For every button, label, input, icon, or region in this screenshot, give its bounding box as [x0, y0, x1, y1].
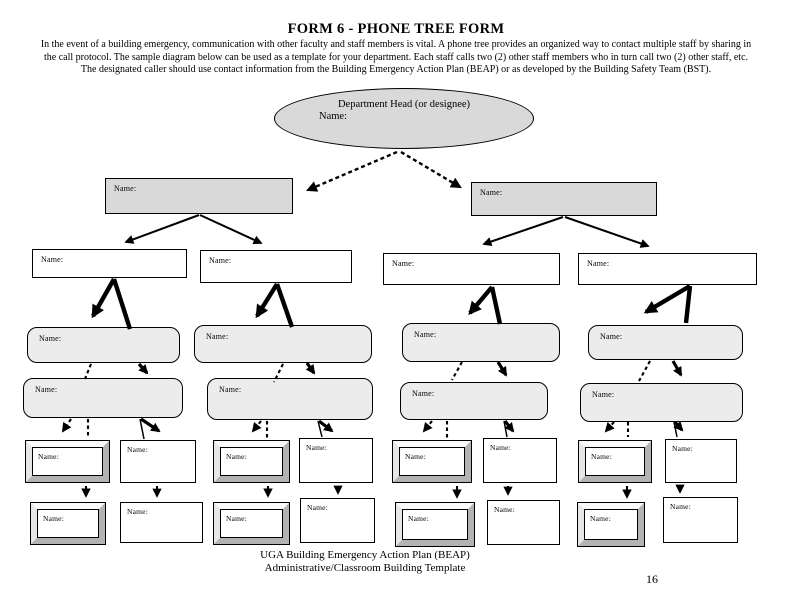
- node-3d-r1-1: Name:: [25, 440, 110, 483]
- name-label: Name:: [490, 443, 511, 452]
- name-label: Name:: [670, 502, 691, 511]
- name-label: Name:: [600, 332, 623, 341]
- intro-line-3: The designated caller should use contact…: [80, 64, 712, 76]
- name-label: Name:: [206, 332, 229, 341]
- node-plain-r2-2: Name:: [300, 498, 375, 543]
- level5-dashed-connectors: [61, 418, 630, 438]
- node-3d-r1-3: Name:: [392, 440, 472, 483]
- name-label: Name:: [127, 445, 148, 454]
- page-title: FORM 6 - PHONE TREE FORM: [287, 21, 505, 37]
- node-l3-1: Name:: [32, 249, 187, 278]
- node-l3-2: Name:: [200, 250, 352, 283]
- name-label: Name:: [35, 385, 58, 394]
- name-label: Name:: [127, 507, 148, 516]
- name-label: Name:: [219, 385, 242, 394]
- node-3d-r2-4: Name:: [577, 502, 645, 547]
- name-label: Name:: [392, 259, 415, 268]
- name-label: Name:: [226, 452, 247, 461]
- node-l2-2: Name:: [471, 182, 657, 216]
- node-3d-r1-2: Name:: [213, 440, 290, 483]
- node-l5-4: Name:: [580, 383, 743, 422]
- name-label: Name:: [43, 514, 64, 523]
- level4-thick-arrows: [137, 360, 683, 377]
- node-3d-r2-2: Name:: [213, 502, 290, 545]
- row-dashed-arrows: [81, 486, 632, 499]
- node-l5-3: Name:: [400, 382, 548, 420]
- intro-line-2: the call protocol. The sample diagram be…: [43, 51, 749, 63]
- intro-line-1: In the event of a building emergency, co…: [40, 39, 752, 50]
- page-number: 16: [646, 572, 658, 586]
- department-head-name-label: Name:: [319, 111, 347, 122]
- node-l5-2: Name:: [207, 378, 373, 420]
- name-label: Name:: [591, 452, 612, 461]
- node-l5-1: Name:: [23, 378, 183, 418]
- footer: UGA Building Emergency Action Plan (BEAP…: [160, 549, 570, 575]
- name-label: Name:: [414, 330, 437, 339]
- name-label: Name:: [41, 255, 64, 264]
- footer-line-1: UGA Building Emergency Action Plan (BEAP…: [260, 549, 470, 561]
- ellipse-dashed-arrows: [305, 150, 462, 192]
- node-plain-r1-3: Name:: [483, 438, 557, 483]
- name-label: Name:: [114, 184, 137, 193]
- bevel-frame: [214, 441, 289, 482]
- node-l3-4: Name:: [578, 253, 757, 285]
- level2-arrows: [124, 214, 650, 248]
- name-label: Name:: [587, 259, 610, 268]
- department-head-node: Department Head (or designee) Name:: [274, 88, 534, 149]
- bevel-frame: [578, 503, 644, 546]
- node-plain-r1-4: Name:: [665, 439, 737, 483]
- bevel-frame: [393, 441, 471, 482]
- bevel-frame: [214, 503, 289, 544]
- level5-thin-lines: [139, 418, 678, 440]
- name-label: Name:: [226, 514, 247, 523]
- name-label: Name:: [480, 188, 503, 197]
- name-label: Name:: [209, 256, 232, 265]
- node-plain-r2-1: Name:: [120, 502, 203, 543]
- node-l4-4: Name:: [588, 325, 743, 360]
- footer-line-2: Administrative/Classroom Building Templa…: [264, 561, 466, 574]
- bevel-frame: [396, 503, 474, 546]
- name-label: Name:: [38, 452, 59, 461]
- name-label: Name:: [412, 389, 435, 398]
- node-l3-3: Name:: [383, 253, 560, 285]
- name-label: Name:: [39, 334, 62, 343]
- node-plain-r1-1: Name:: [120, 440, 196, 483]
- row-solid-arrows: [152, 484, 685, 498]
- name-label: Name:: [592, 390, 615, 399]
- level3-thick-arrows: [91, 277, 693, 330]
- name-label: Name:: [590, 514, 611, 523]
- name-label: Name:: [408, 514, 429, 523]
- department-head-title: Department Head (or designee): [337, 99, 471, 110]
- name-label: Name:: [307, 503, 328, 512]
- bevel-frame: [26, 441, 109, 482]
- name-label: Name:: [672, 444, 693, 453]
- name-label: Name:: [494, 505, 515, 514]
- name-label: Name:: [405, 452, 426, 461]
- node-l4-1: Name:: [27, 327, 180, 363]
- node-plain-r1-2: Name:: [299, 438, 373, 483]
- node-plain-r2-3: Name:: [487, 500, 560, 545]
- node-l2-1: Name:: [105, 178, 293, 214]
- bevel-frame: [31, 503, 105, 544]
- intro-paragraph: In the event of a building emergency, co…: [0, 39, 792, 77]
- node-l4-3: Name:: [402, 323, 560, 362]
- bevel-frame: [579, 441, 651, 482]
- node-3d-r1-4: Name:: [578, 440, 652, 483]
- name-label: Name:: [306, 443, 327, 452]
- node-plain-r2-4: Name:: [663, 497, 738, 543]
- node-3d-r2-1: Name:: [30, 502, 106, 545]
- node-l4-2: Name:: [194, 325, 372, 363]
- node-3d-r2-3: Name:: [395, 502, 475, 547]
